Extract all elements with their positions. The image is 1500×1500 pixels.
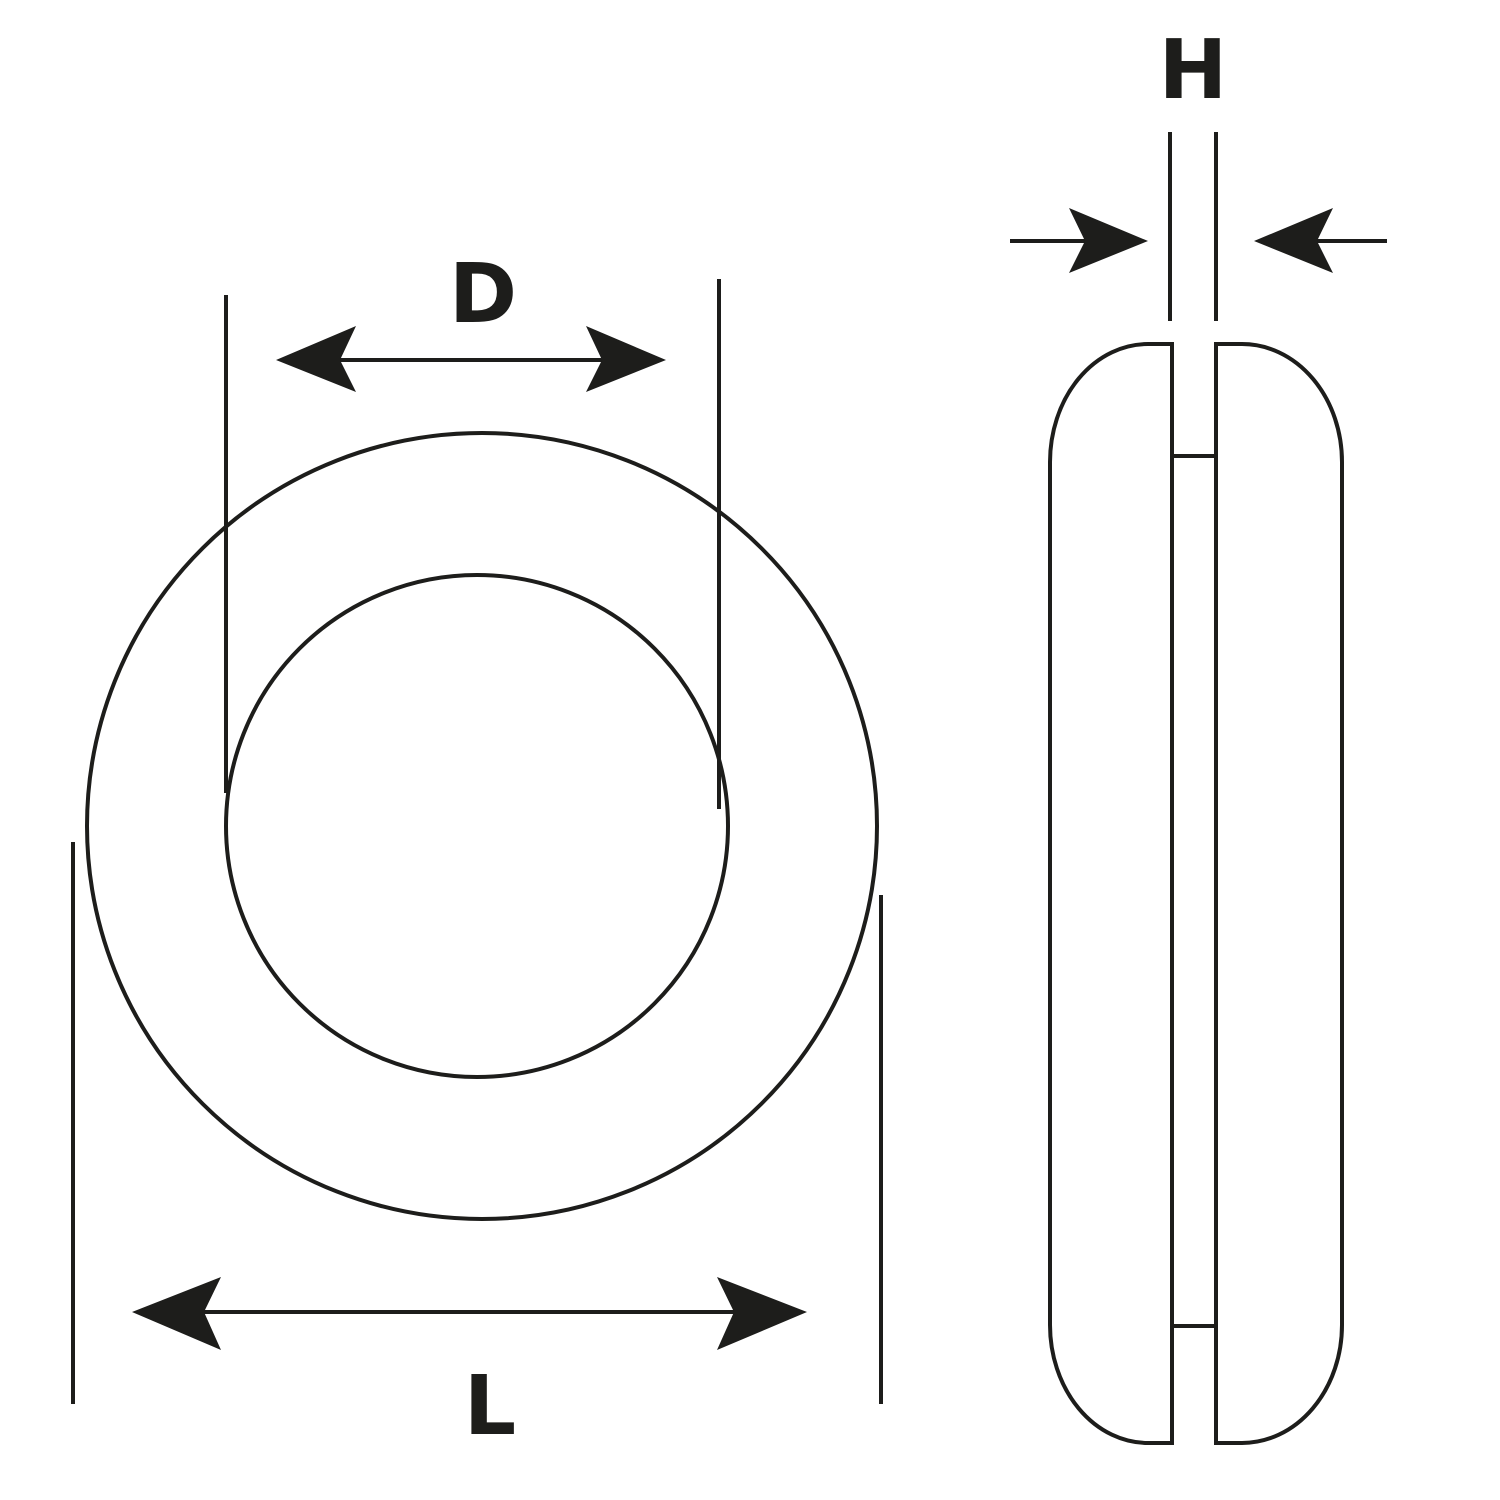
dimension-d: D [224, 247, 721, 809]
arrowhead-d-right [586, 326, 666, 392]
arrowhead-h-left [1069, 208, 1148, 273]
arrowhead-l-right [717, 1277, 807, 1350]
inner-hole [224, 573, 730, 1079]
side-view [1048, 342, 1344, 1445]
dimension-l: L [71, 842, 883, 1454]
arrowhead-h-right [1254, 208, 1333, 273]
label-l: L [464, 1359, 516, 1454]
arrowhead-d-left [276, 326, 356, 392]
side-profile-right-half [1214, 342, 1344, 1445]
arrowhead-l-left [132, 1277, 221, 1350]
label-d: D [449, 247, 517, 342]
label-h: H [1159, 23, 1228, 118]
dimension-h: H [1010, 23, 1387, 321]
outer-ring [85, 431, 879, 1221]
front-view [85, 431, 879, 1221]
side-profile-left-half [1048, 342, 1174, 1445]
